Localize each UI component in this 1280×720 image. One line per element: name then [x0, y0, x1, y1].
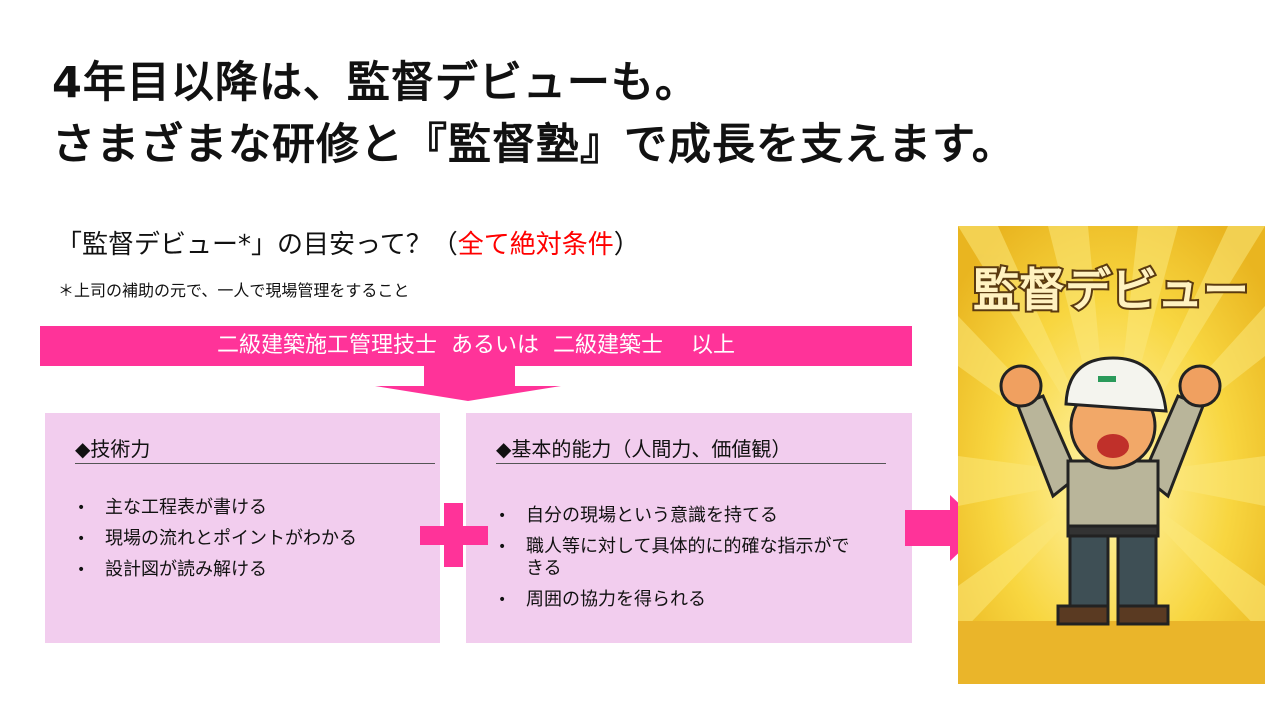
plus-icon — [420, 503, 488, 567]
requirement-banner: 二級建築施工管理技士 あるいは 二級建築士 以上 — [40, 326, 912, 366]
basic-abilities-list: 自分の現場という意識を持てる 職人等に対して具体的に的確な指示ができる 周囲の協… — [496, 505, 866, 620]
criteria-emphasis: 全て絶対条件 — [457, 230, 614, 260]
list-item: 周囲の協力を得られる — [496, 589, 866, 611]
slide-title-line-1: 4年目以降は、監督デビューも。 — [52, 58, 699, 108]
list-item: 現場の流れとポイントがわかる — [75, 528, 357, 550]
list-item: 職人等に対して具体的に的確な指示ができる — [496, 536, 866, 580]
criteria-heading-close: ） — [613, 230, 640, 260]
box-heading: ◆技術力 — [75, 437, 151, 461]
divider — [496, 463, 886, 464]
supervisor-debut-illustration: 監督デビュー — [958, 226, 1265, 684]
technical-skills-box: ◆技術力 主な工程表が書ける 現場の流れとポイントがわかる 設計図が読み解ける — [45, 413, 440, 643]
illustration-caption: 監督デビュー — [973, 263, 1249, 317]
slide-title-line-2: さまざまな研修と『監督塾』で成長を支えます。 — [52, 120, 1016, 170]
criteria-heading-text: 「監督デビュー*」の目安って？（ — [56, 230, 458, 260]
list-item: 主な工程表が書ける — [75, 497, 357, 519]
criteria-heading: 「監督デビュー*」の目安って？（全て絶対条件） — [56, 224, 640, 261]
down-arrow-icon — [375, 366, 561, 401]
box-heading: ◆基本的能力（人間力、価値観） — [496, 437, 792, 461]
list-item: 自分の現場という意識を持てる — [496, 505, 866, 527]
divider — [75, 463, 435, 464]
footnote: ＊上司の補助の元で、一人で現場管理をすること — [58, 281, 410, 300]
basic-abilities-box: ◆基本的能力（人間力、価値観） 自分の現場という意識を持てる 職人等に対して具体… — [466, 413, 912, 643]
list-item: 設計図が読み解ける — [75, 559, 357, 581]
technical-skills-list: 主な工程表が書ける 現場の流れとポイントがわかる 設計図が読み解ける — [75, 497, 357, 590]
